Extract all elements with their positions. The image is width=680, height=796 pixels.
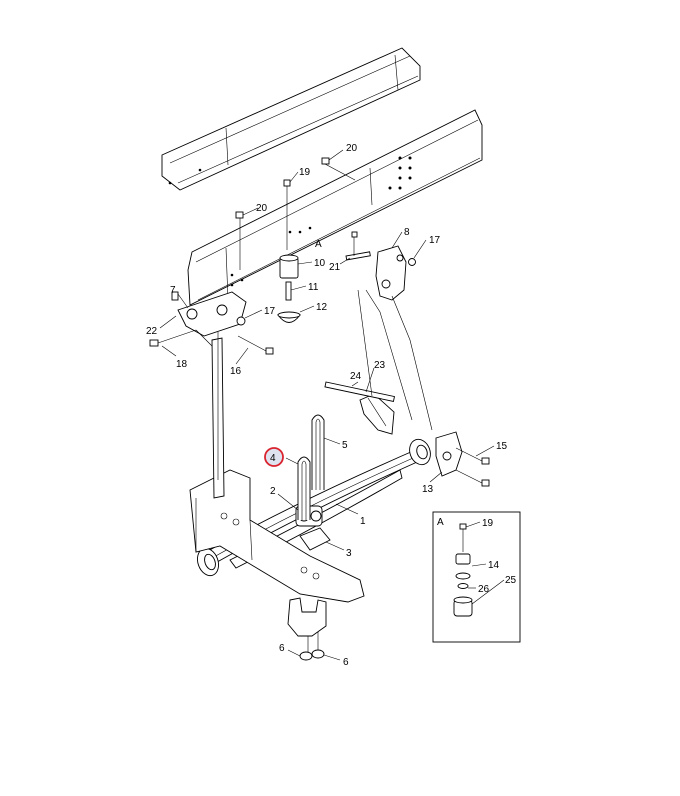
callout-3: 3 bbox=[346, 548, 352, 559]
detail-a-frame bbox=[432, 511, 521, 643]
callout-2: 2 bbox=[270, 486, 276, 497]
callout-6-left: 6 bbox=[279, 643, 285, 654]
u-bolt-5 bbox=[311, 414, 325, 490]
callout-1: 1 bbox=[360, 516, 366, 527]
stud-11 bbox=[285, 281, 292, 301]
lower-plate bbox=[287, 597, 327, 652]
shackle-pin-24 bbox=[324, 381, 396, 402]
axle-beam bbox=[189, 469, 365, 603]
callout-10: 10 bbox=[314, 258, 326, 269]
callout-leaders bbox=[159, 149, 505, 661]
callout-11: 11 bbox=[308, 282, 319, 293]
callout-labels: 20 20 19 A 10 11 12 17 7 22 18 16 8 17 2… bbox=[146, 143, 517, 668]
callout-22: 22 bbox=[146, 326, 158, 337]
bolt-18 bbox=[149, 329, 197, 347]
bolt-20-right bbox=[321, 157, 356, 181]
callout-7: 7 bbox=[170, 285, 176, 296]
callout-26: 26 bbox=[478, 584, 490, 595]
callout-20-right: 20 bbox=[346, 143, 358, 154]
callout-19-detail: 19 bbox=[482, 518, 494, 529]
bump-stop-10 bbox=[279, 254, 299, 279]
bolt-19 bbox=[283, 179, 291, 250]
callout-14: 14 bbox=[488, 560, 500, 571]
callout-15: 15 bbox=[496, 441, 508, 452]
u-bolt-4 bbox=[297, 456, 311, 520]
callout-19: 19 bbox=[299, 167, 311, 178]
callout-23: 23 bbox=[374, 360, 386, 371]
callout-21: 21 bbox=[329, 262, 341, 273]
bolt-16 bbox=[237, 335, 274, 355]
callout-4: 4 bbox=[270, 453, 276, 464]
callout-8: 8 bbox=[404, 227, 410, 238]
pin-21 bbox=[345, 251, 371, 261]
spring-seat-3 bbox=[299, 527, 331, 551]
nut-17-left bbox=[236, 316, 246, 326]
detail-a-marker: A bbox=[315, 239, 322, 250]
nuts-6 bbox=[299, 649, 325, 661]
bolts-15 bbox=[455, 447, 490, 487]
callout-17-left: 17 bbox=[264, 306, 276, 317]
callout-24: 24 bbox=[350, 371, 362, 382]
callout-5: 5 bbox=[342, 440, 348, 451]
callout-12: 12 bbox=[316, 302, 328, 313]
bolt-near-8 bbox=[351, 231, 358, 256]
frame-rail bbox=[161, 47, 483, 306]
callout-20-left: 20 bbox=[256, 203, 268, 214]
callout-16: 16 bbox=[230, 366, 242, 377]
rear-shackle-bracket-8 bbox=[375, 245, 416, 301]
callout-13: 13 bbox=[422, 484, 434, 495]
callout-17-right: 17 bbox=[429, 235, 441, 246]
highlighted-callout-4[interactable]: 4 bbox=[264, 447, 284, 467]
callout-18: 18 bbox=[176, 359, 188, 370]
detail-a-frame-label: A bbox=[437, 517, 444, 528]
rear-bracket-13 bbox=[435, 431, 463, 477]
callout-6-right: 6 bbox=[343, 657, 349, 668]
callout-25: 25 bbox=[505, 575, 517, 586]
front-hanger-bracket-7 bbox=[171, 291, 247, 353]
cup-12 bbox=[277, 311, 301, 323]
rivet-pattern bbox=[168, 156, 412, 287]
